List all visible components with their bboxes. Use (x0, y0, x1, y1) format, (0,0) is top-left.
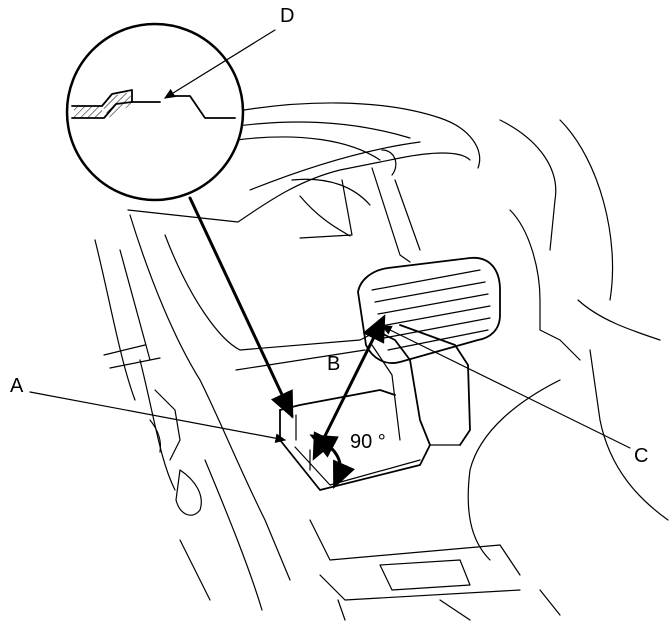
label-b: B (327, 353, 340, 375)
angle-arc (309, 434, 355, 489)
label-a: A (10, 375, 24, 397)
label-angle: 90 ° (350, 431, 386, 453)
label-c: C (634, 445, 648, 467)
leader-lines (29, 29, 631, 449)
brake-pedal-pad (357, 257, 501, 364)
measurement-b-arrow (312, 314, 386, 461)
background-structure (94, 102, 669, 621)
detail-circle (65, 22, 245, 202)
label-d: D (280, 5, 294, 27)
